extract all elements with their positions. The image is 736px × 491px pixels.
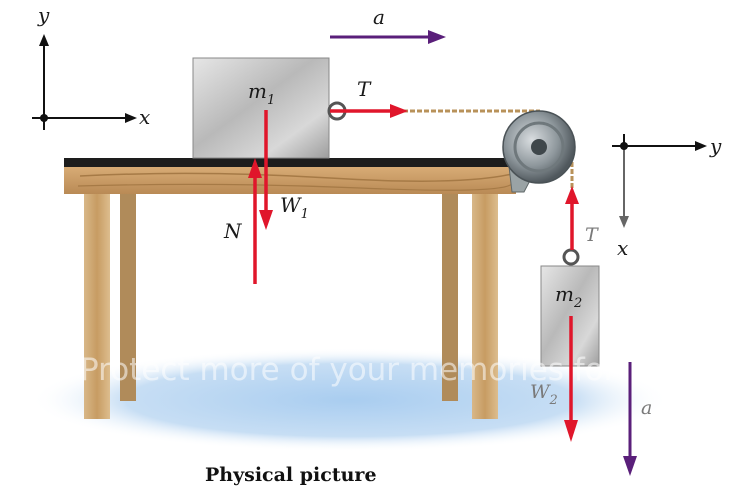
watermark: Protect more of your memories for less! bbox=[80, 352, 699, 388]
accel-arrow-top-head bbox=[428, 30, 446, 44]
table-leg-back-left bbox=[120, 193, 136, 401]
wood-grain bbox=[77, 183, 513, 191]
wood-grain bbox=[79, 172, 513, 182]
normal-arrow-head bbox=[248, 158, 262, 178]
axis-left-y-label: y bbox=[37, 3, 50, 27]
axis-right-x-label: x bbox=[617, 236, 628, 260]
accel-right-label: a bbox=[641, 397, 652, 419]
axis-left-x-label: x bbox=[139, 105, 150, 129]
pulley-groove bbox=[513, 121, 565, 173]
table-leg-front-left bbox=[84, 193, 110, 419]
table-leg-back-right bbox=[442, 193, 458, 401]
tension-arrow-m2-head bbox=[565, 186, 579, 204]
tension-right-label: T bbox=[585, 224, 599, 246]
block-m1 bbox=[192, 57, 330, 159]
table-top bbox=[64, 166, 516, 194]
axes-right bbox=[612, 134, 707, 228]
mass1-label: m1 bbox=[248, 79, 275, 108]
figure-caption: Physical picture bbox=[205, 464, 377, 486]
table-surface-edge bbox=[64, 158, 524, 167]
tension-arrow-m1-head bbox=[390, 104, 408, 118]
axis-right-y-label: y bbox=[709, 134, 722, 158]
block-m2-hook bbox=[562, 248, 580, 266]
normal-label: N bbox=[223, 219, 243, 243]
weight2-label: W2 bbox=[530, 381, 558, 408]
weight-arrow-m2-head bbox=[564, 420, 578, 442]
tension-top-label: T bbox=[357, 77, 372, 101]
axes-left bbox=[32, 34, 137, 130]
floor-shadow bbox=[30, 348, 670, 452]
weight-arrow-m1-head bbox=[259, 210, 273, 230]
pulley-axle bbox=[531, 139, 547, 155]
mass2-label: m2 bbox=[555, 282, 582, 311]
table-leg-front-right bbox=[472, 193, 498, 419]
weight1-label: W1 bbox=[280, 193, 309, 222]
accel-arrow-right-head bbox=[623, 456, 637, 476]
accel-top-label: a bbox=[373, 5, 385, 29]
